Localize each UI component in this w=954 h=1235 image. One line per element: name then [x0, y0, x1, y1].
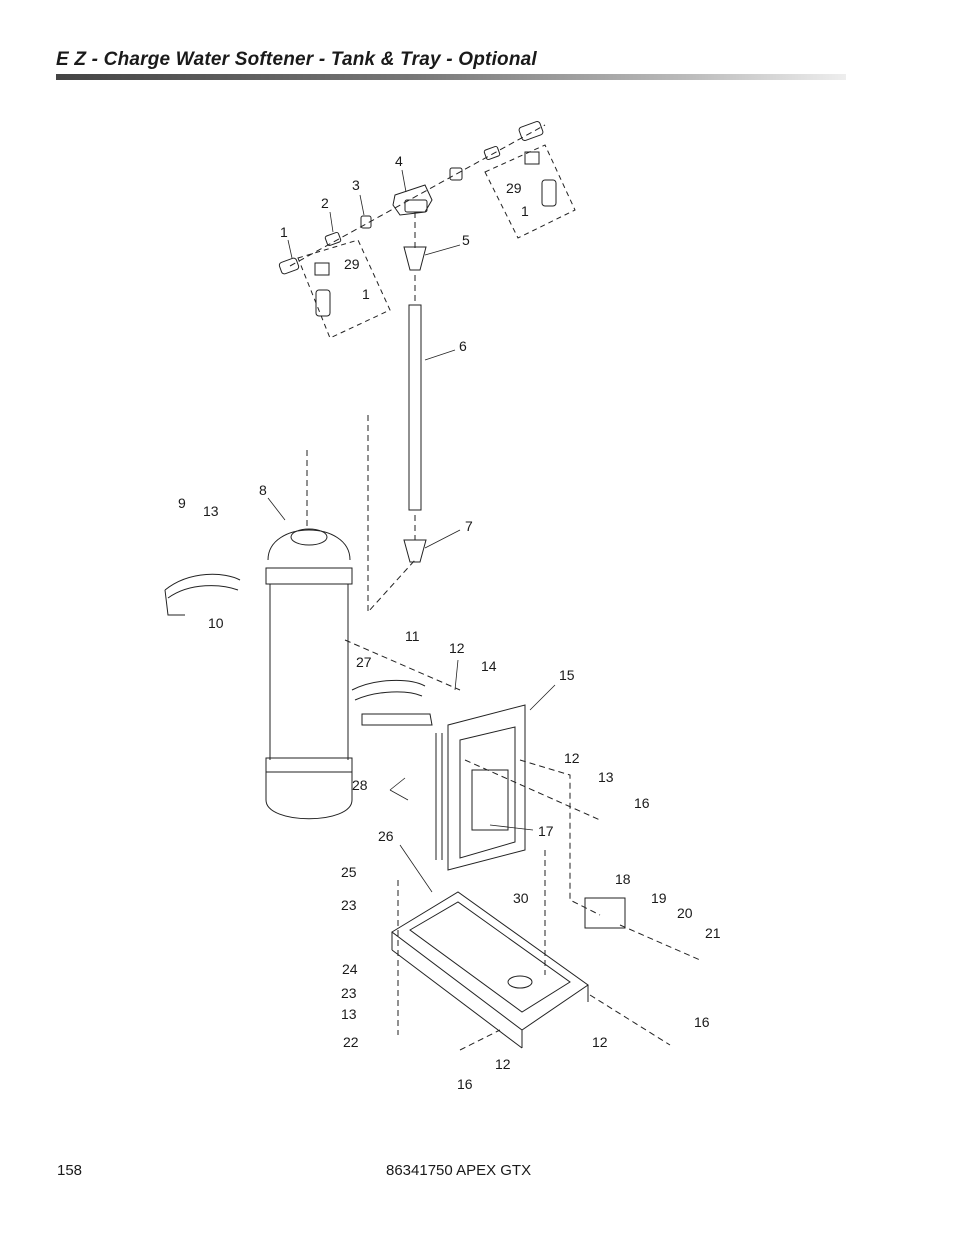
callout-23: 23 [341, 985, 357, 1001]
sub-assembly-box-right [484, 144, 576, 239]
callout-22: 22 [343, 1034, 359, 1050]
title-rule [56, 74, 846, 80]
sub-assembly-box-left [297, 239, 391, 339]
callout-29: 29 [344, 256, 360, 272]
fitting-parts [278, 121, 557, 317]
callout-12: 12 [564, 750, 580, 766]
callout-13: 13 [341, 1006, 357, 1022]
page-number: 158 [57, 1162, 83, 1179]
callout-1: 1 [280, 224, 288, 240]
callout-16: 16 [694, 1014, 710, 1030]
callout-16: 16 [634, 795, 650, 811]
callout-10: 10 [208, 615, 224, 631]
callout-23: 23 [341, 897, 357, 913]
callout-28: 28 [352, 777, 368, 793]
document-id: 86341750 APEX GTX [386, 1162, 532, 1179]
callout-18: 18 [615, 871, 631, 887]
tank-straps [164, 573, 433, 726]
page-title: E Z - Charge Water Softener - Tank & Tra… [56, 49, 537, 70]
callout-21: 21 [705, 925, 721, 941]
callout-12: 12 [495, 1056, 511, 1072]
callout-15: 15 [559, 667, 575, 683]
callout-25: 25 [341, 864, 357, 880]
callout-2: 2 [321, 195, 329, 211]
callout-30: 30 [513, 890, 529, 906]
callout-8: 8 [259, 482, 267, 498]
riser-tube-and-baskets [403, 246, 427, 563]
callout-3: 3 [352, 177, 360, 193]
callout-numbers: 1 2 3 4 29 1 29 1 5 6 7 8 9 13 10 11 12 … [178, 153, 721, 1092]
callout-12: 12 [449, 640, 465, 656]
callout-13: 13 [598, 769, 614, 785]
tray [391, 891, 626, 1049]
softener-tank [265, 528, 353, 820]
mounting-bracket [435, 704, 526, 871]
callout-7: 7 [465, 518, 473, 534]
callout-14: 14 [481, 658, 497, 674]
callout-5: 5 [462, 232, 470, 248]
callout-6: 6 [459, 338, 467, 354]
callout-1: 1 [362, 286, 370, 302]
callout-12: 12 [592, 1034, 608, 1050]
callout-13: 13 [203, 503, 219, 519]
callout-20: 20 [677, 905, 693, 921]
callout-4: 4 [395, 153, 403, 169]
callout-9: 9 [178, 495, 186, 511]
callout-29: 29 [506, 180, 522, 196]
callout-19: 19 [651, 890, 667, 906]
leader-lines [267, 169, 556, 893]
callout-26: 26 [378, 828, 394, 844]
callout-16: 16 [457, 1076, 473, 1092]
callout-11: 11 [405, 628, 420, 644]
callout-24: 24 [342, 961, 358, 977]
callout-17: 17 [538, 823, 554, 839]
callout-1: 1 [521, 203, 529, 219]
callout-27: 27 [356, 654, 372, 670]
